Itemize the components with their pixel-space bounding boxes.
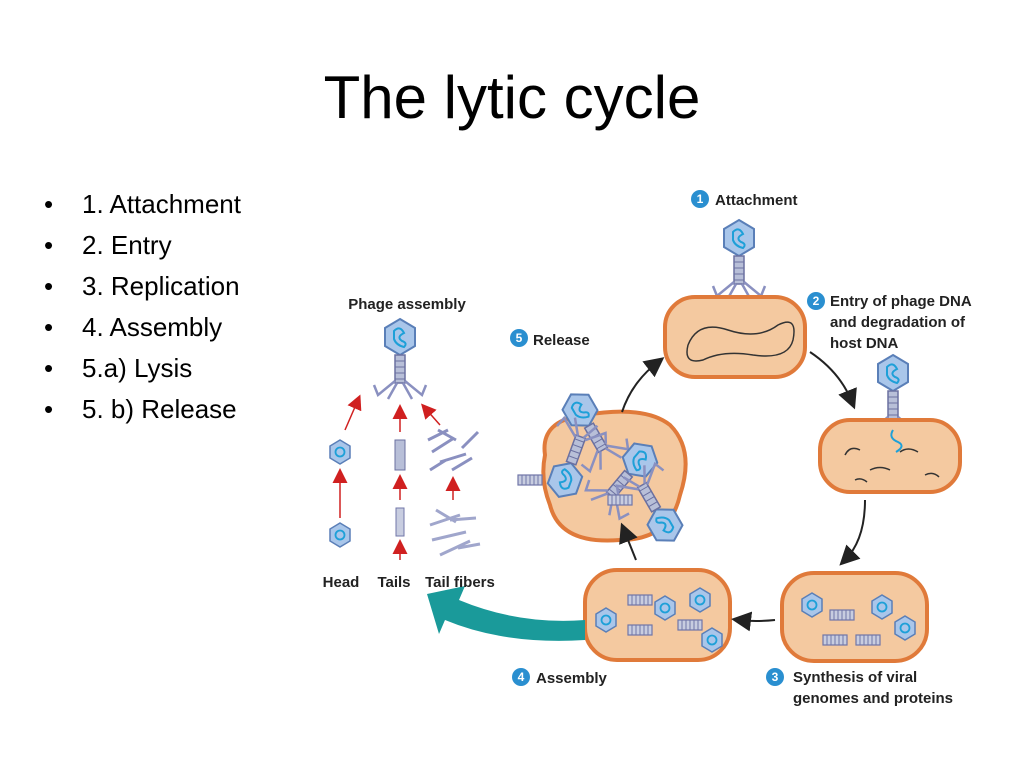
step-label-attachment: Attachment xyxy=(715,192,798,209)
bacterial-cell-icon xyxy=(663,295,807,379)
bullet-list: •1. Attachment •2. Entry •3. Replication… xyxy=(40,184,241,430)
step-2-entry: 2 Entry of phage DNA and degradation of … xyxy=(807,292,972,494)
step-number-1: 1 xyxy=(697,192,704,206)
bullet-item: •1. Attachment xyxy=(44,189,241,219)
step-badge-4 xyxy=(512,668,530,686)
bullet-text: 4. Assembly xyxy=(82,312,223,342)
step-badge-1 xyxy=(691,190,709,208)
bacterial-cell-icon xyxy=(818,418,962,494)
phage-dna xyxy=(890,429,903,453)
step-number-4: 4 xyxy=(518,670,525,684)
step-number-5: 5 xyxy=(516,331,523,345)
teal-arrow xyxy=(427,586,585,641)
bullet-text: 1. Attachment xyxy=(82,189,241,219)
cycle-arrow-icon xyxy=(619,351,866,632)
tail-fibers-icon xyxy=(429,508,481,557)
bullet-text: 5. b) Release xyxy=(82,394,237,424)
host-dna xyxy=(686,321,795,362)
phage-icon xyxy=(372,317,428,401)
step-label-entry-line: and degradation of xyxy=(830,314,966,331)
cycle-arrow xyxy=(621,357,665,413)
tail-icon xyxy=(394,439,406,471)
step-label-synthesis-line: Synthesis of viral xyxy=(793,669,917,686)
phage-assembly-title: Phage assembly xyxy=(348,296,466,313)
capsid-icon xyxy=(329,522,351,548)
cycle-arrow xyxy=(619,522,638,561)
degraded-host-dna xyxy=(844,447,940,483)
step-label-entry-line: host DNA xyxy=(830,335,898,352)
bullet-item: •3. Replication xyxy=(44,271,240,301)
step-number-2: 2 xyxy=(813,294,820,308)
tail-core-icon xyxy=(395,507,405,537)
bullet-item: •2. Entry xyxy=(44,230,172,260)
step-badge-5 xyxy=(510,329,528,347)
cycle-arrow xyxy=(809,351,857,410)
bullet-item: •5.a) Lysis xyxy=(44,353,193,383)
step-label-assembly: Assembly xyxy=(536,670,608,687)
cycle-arrow xyxy=(839,499,866,566)
tail-fibers-icon xyxy=(427,428,480,472)
step-5-release: 5 Release xyxy=(510,329,698,555)
bullet-text: 3. Replication xyxy=(82,271,240,301)
head-label: Head xyxy=(323,574,360,591)
step-1-attachment: 1 Attachment xyxy=(663,190,807,379)
phage-icon xyxy=(711,218,767,302)
bullet-text: 5.a) Lysis xyxy=(82,353,193,383)
step-4-assembly: 4 Assembly xyxy=(512,568,732,687)
bullet-item: •5. b) Release xyxy=(44,394,237,424)
step-label-release: Release xyxy=(533,332,590,349)
phage-assembly-panel: Phage assembly Head Tails Tail fibers xyxy=(323,296,495,591)
bullet-item: •4. Assembly xyxy=(44,312,223,342)
step-number-3: 3 xyxy=(772,670,779,684)
step-badge-3 xyxy=(766,668,784,686)
step-label-entry-line: Entry of phage DNA xyxy=(830,293,972,310)
bullet-text: 2. Entry xyxy=(82,230,172,260)
tails-label: Tails xyxy=(377,574,410,591)
capsid-icon xyxy=(329,439,351,465)
step-3-synthesis: 3 Synthesis of viral genomes and protein… xyxy=(766,571,953,707)
step-badge-2 xyxy=(807,292,825,310)
tail-fibers-label: Tail fibers xyxy=(425,574,495,591)
slide-title: The lytic cycle xyxy=(323,64,701,131)
cycle-arrow xyxy=(731,611,776,632)
step-label-synthesis-line: genomes and proteins xyxy=(793,690,953,707)
